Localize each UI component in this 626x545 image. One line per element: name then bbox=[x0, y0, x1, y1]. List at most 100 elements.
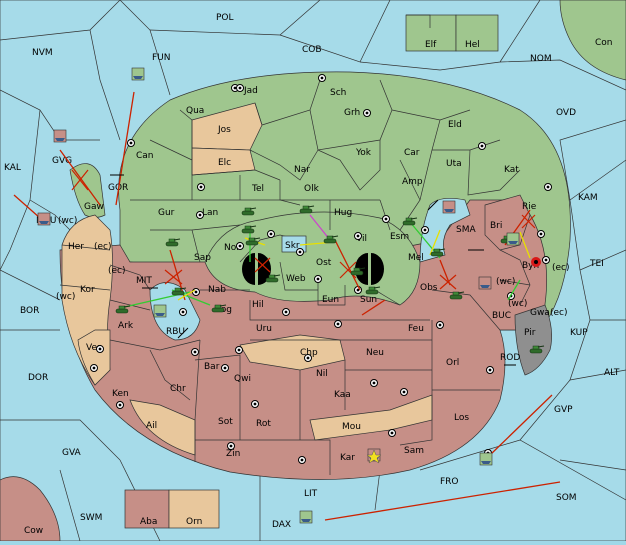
label-amp: Amp bbox=[402, 177, 423, 187]
label-eld: Eld bbox=[448, 120, 462, 130]
cut-ost-2 bbox=[339, 261, 357, 279]
tank-icon[interactable] bbox=[165, 238, 181, 247]
region-pir[interactable] bbox=[514, 304, 552, 376]
tank-icon[interactable] bbox=[241, 225, 257, 234]
label-neu: Neu bbox=[366, 348, 384, 358]
label-ec3: (ec) bbox=[108, 266, 126, 276]
label-rie: Rie bbox=[522, 202, 537, 212]
cut-nor-2 bbox=[254, 257, 271, 273]
label-bri: Bri bbox=[490, 221, 502, 231]
tank-icon[interactable] bbox=[241, 207, 257, 216]
region-hel[interactable] bbox=[455, 14, 499, 52]
supply-center-icon bbox=[229, 444, 233, 448]
label-esm: Esm bbox=[390, 232, 409, 242]
label-kam: KAM bbox=[578, 193, 598, 203]
tank-icon[interactable] bbox=[115, 305, 131, 314]
supply-center-icon bbox=[194, 290, 198, 294]
label-feu: Feu bbox=[408, 324, 424, 334]
region-con[interactable] bbox=[559, 0, 626, 81]
region-ver[interactable] bbox=[77, 329, 111, 386]
tank-icon[interactable] bbox=[323, 235, 339, 244]
region-cow[interactable] bbox=[0, 476, 61, 542]
label-eun: Eun bbox=[322, 295, 339, 305]
supply-center-icon bbox=[253, 402, 257, 406]
supply-center-icon bbox=[118, 403, 122, 407]
ship-icon[interactable] bbox=[131, 67, 145, 81]
label-alt: ALT bbox=[604, 368, 620, 378]
ship-icon[interactable] bbox=[299, 510, 313, 524]
label-pol: POL bbox=[216, 13, 234, 23]
supply-center-icon bbox=[390, 431, 394, 435]
supply-center-icon bbox=[480, 144, 484, 148]
label-sun: Sun bbox=[360, 295, 377, 305]
ship-icon[interactable] bbox=[37, 212, 51, 226]
arrow-gvp-fro bbox=[489, 394, 553, 456]
arrow-som-dax bbox=[324, 481, 561, 521]
supply-center-icon bbox=[129, 141, 133, 145]
label-hel: Hel bbox=[465, 40, 480, 50]
region-aba[interactable] bbox=[124, 489, 170, 529]
label-sot: Sot bbox=[218, 417, 233, 427]
supply-center-icon bbox=[539, 232, 543, 236]
label-pir: Pir bbox=[524, 328, 536, 338]
tank-icon[interactable] bbox=[430, 248, 446, 257]
tank-icon[interactable] bbox=[171, 287, 187, 296]
ship-icon[interactable] bbox=[478, 276, 492, 290]
tank-icon[interactable] bbox=[529, 345, 545, 354]
label-kor: Kor bbox=[80, 285, 95, 295]
supply-center-icon bbox=[193, 350, 197, 354]
supply-center-icon bbox=[199, 185, 203, 189]
label-wc3: (wc) bbox=[56, 292, 75, 302]
label-hil: Hil bbox=[252, 300, 264, 310]
label-rod: ROD bbox=[500, 353, 520, 363]
region-orn[interactable] bbox=[168, 489, 220, 529]
supply-center-icon bbox=[423, 228, 427, 232]
star-icon bbox=[366, 449, 382, 464]
label-chr: Chr bbox=[170, 384, 186, 394]
arrow-vil-sun bbox=[334, 239, 361, 291]
label-gva: GVA bbox=[62, 448, 82, 458]
label-jos: Jos bbox=[217, 125, 231, 135]
label-cob: COB bbox=[302, 45, 322, 55]
ship-icon[interactable] bbox=[153, 304, 167, 318]
supply-center-icon bbox=[92, 366, 96, 370]
label-grh: Grh bbox=[344, 108, 360, 118]
tank-icon[interactable] bbox=[211, 304, 227, 313]
supply-center-icon bbox=[238, 86, 242, 90]
gate-west-right bbox=[258, 253, 271, 285]
label-ec1: (ec) bbox=[94, 242, 112, 252]
ship-icon[interactable] bbox=[442, 200, 456, 214]
tank-icon[interactable] bbox=[402, 217, 418, 226]
tank-icon[interactable] bbox=[245, 237, 261, 246]
tank-icon[interactable] bbox=[365, 286, 381, 295]
label-qua: Qua bbox=[186, 106, 204, 116]
cut-obs-2 bbox=[439, 274, 457, 290]
arrow-sma-yellow bbox=[429, 229, 441, 256]
label-gur: Gur bbox=[158, 208, 175, 218]
supply-center-icon bbox=[306, 356, 310, 360]
label-fro: FRO bbox=[440, 477, 459, 487]
region-elf[interactable] bbox=[405, 14, 457, 52]
tank-icon[interactable] bbox=[449, 291, 465, 300]
supply-center-icon bbox=[300, 458, 304, 462]
tank-icon[interactable] bbox=[299, 205, 315, 214]
label-rbu: RBU bbox=[166, 327, 185, 337]
label-car: Car bbox=[404, 148, 420, 158]
cut-gvg-2 bbox=[71, 169, 89, 191]
label-ark: Ark bbox=[118, 321, 134, 331]
ship-icon[interactable] bbox=[506, 232, 520, 246]
tank-icon[interactable] bbox=[265, 274, 281, 283]
gate-west-left bbox=[242, 253, 255, 285]
arrow-gor-fun bbox=[115, 91, 135, 206]
label-chp: Chp bbox=[300, 348, 318, 358]
ship-icon[interactable] bbox=[53, 129, 67, 143]
label-olk: Olk bbox=[304, 184, 320, 194]
gate-east-right bbox=[371, 253, 384, 285]
label-qwi: Qwi bbox=[234, 374, 251, 384]
label-web: Web bbox=[286, 274, 306, 284]
ship-icon[interactable] bbox=[479, 452, 493, 466]
supply-center-icon bbox=[438, 323, 442, 327]
tank-icon[interactable] bbox=[350, 267, 366, 276]
